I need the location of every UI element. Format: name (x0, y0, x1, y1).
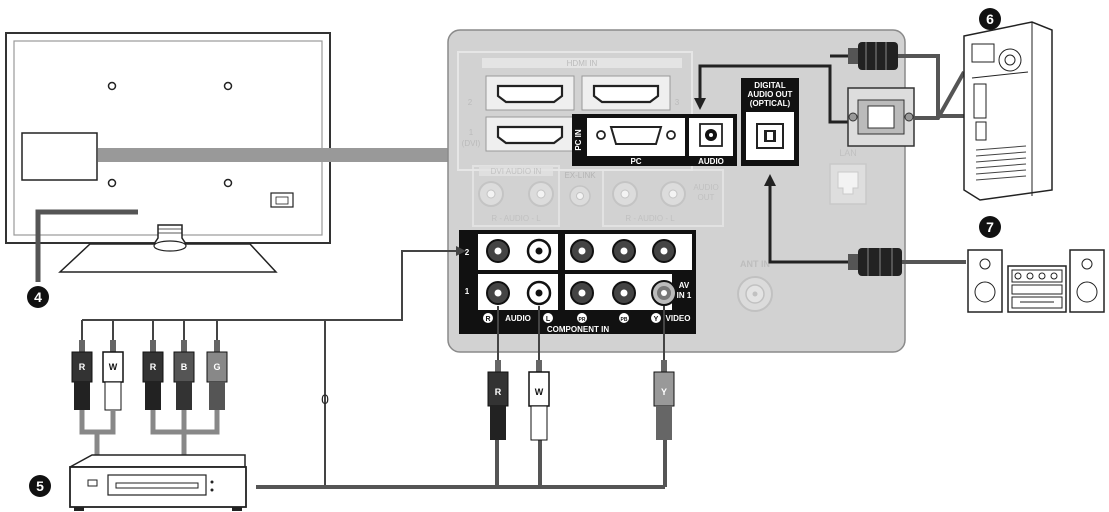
vga-plug (847, 87, 915, 147)
component2-audio-r-jack[interactable] (486, 239, 510, 263)
dvd-player (69, 454, 247, 511)
svg-text:Y: Y (661, 387, 667, 397)
svg-text:DIGITAL: DIGITAL (754, 81, 786, 90)
pc-audio-port[interactable] (699, 123, 723, 147)
svg-text:EX-LINK: EX-LINK (564, 171, 596, 180)
tv-rear-view (5, 32, 331, 273)
av-component-block: 2 1 AV IN 1 R AUDIO L PR PB Y VIDEO COMP (459, 230, 696, 334)
av1-pb-jack[interactable] (612, 281, 636, 305)
callout-6: 6 (979, 8, 1001, 30)
callout-5: 5 (29, 475, 51, 497)
svg-text:R: R (79, 362, 86, 372)
av1-pr-jack[interactable] (570, 281, 594, 305)
svg-text:B: B (181, 362, 188, 372)
plug-y-video: Y (653, 360, 675, 440)
svg-text:1: 1 (469, 128, 474, 137)
svg-text:Y: Y (654, 316, 659, 323)
plug-b-component: B (173, 340, 195, 410)
ex-link-port: EX-LINK (564, 171, 596, 207)
power-socket-icon (270, 192, 294, 208)
svg-text:4: 4 (34, 289, 42, 305)
svg-text:R - AUDIO - L: R - AUDIO - L (625, 214, 675, 223)
pc-tower (963, 21, 1053, 201)
svg-text:AUDIO: AUDIO (505, 314, 531, 323)
svg-text:PC: PC (630, 157, 641, 166)
svg-text:R: R (150, 362, 157, 372)
audio-out-block: AUDIO OUT R - AUDIO - L (602, 169, 724, 227)
callout-7: 7 (979, 216, 1001, 238)
av1-audio-r-jack[interactable] (486, 281, 510, 305)
svg-text:VIDEO: VIDEO (666, 314, 691, 323)
svg-text:(DVI): (DVI) (462, 139, 481, 148)
svg-text:PR: PR (579, 317, 586, 323)
svg-text:IN 1: IN 1 (677, 291, 692, 300)
svg-text:ANT IN: ANT IN (740, 259, 770, 269)
plug-r-component: R (142, 340, 164, 410)
home-audio-system (967, 249, 1105, 313)
svg-text:3: 3 (675, 98, 680, 107)
svg-text:AV: AV (679, 281, 690, 290)
svg-text:2: 2 (468, 98, 473, 107)
plug-w-audio: W (102, 340, 124, 411)
hdmi-port-3[interactable] (581, 75, 671, 111)
component2-pb-jack[interactable] (612, 239, 636, 263)
antenna-in-port: ANT IN (737, 259, 773, 312)
pc-in-block: PC IN PC AUDIO (572, 114, 737, 166)
svg-text:R: R (485, 316, 490, 323)
optical-port[interactable] (756, 123, 784, 149)
svg-text:PC IN: PC IN (574, 129, 583, 151)
svg-text:W: W (109, 362, 118, 372)
av1-video-y-jack[interactable] (651, 280, 677, 306)
lan-port: LAN (829, 148, 867, 205)
svg-text:7: 7 (986, 219, 994, 235)
panel-link-bar (98, 148, 448, 162)
svg-text:5: 5 (36, 478, 44, 494)
svg-text:HDMI IN: HDMI IN (567, 59, 598, 68)
connection-panel: HDMI IN 2 3 1 (DVI) PC IN PC AUDIO (447, 29, 906, 353)
svg-text:DVI AUDIO IN: DVI AUDIO IN (491, 167, 542, 176)
cable-mark: 0 (321, 391, 329, 407)
dvi-audio-in-block: DVI AUDIO IN R - AUDIO - L (472, 165, 560, 227)
svg-text:OUT: OUT (698, 193, 715, 202)
plug-g-component: G (206, 340, 228, 410)
svg-text:W: W (535, 387, 544, 397)
svg-text:AUDIO: AUDIO (693, 183, 718, 192)
svg-text:R: R (495, 387, 502, 397)
svg-text:2: 2 (465, 248, 470, 257)
plug-r-av: R (487, 360, 509, 440)
av1-audio-l-jack[interactable] (526, 280, 552, 306)
vga-port[interactable] (596, 126, 676, 145)
callout-4: 4 (27, 286, 49, 308)
plug-r-audio: R (71, 340, 93, 410)
plug-w-av: W (528, 360, 550, 441)
optical-plug (848, 248, 902, 276)
av-plugs: R W Y (487, 360, 675, 441)
tv-stand-base (58, 243, 278, 273)
svg-text:6: 6 (986, 11, 994, 27)
svg-text:G: G (213, 362, 220, 372)
svg-text:AUDIO OUT: AUDIO OUT (748, 90, 793, 99)
svg-text:AUDIO: AUDIO (698, 157, 724, 166)
digital-audio-out-block: DIGITAL AUDIO OUT (OPTICAL) (741, 78, 799, 166)
svg-text:PB: PB (621, 317, 628, 323)
svg-text:L: L (546, 316, 551, 323)
component-plugs: R W R B G (71, 340, 228, 411)
component2-y-jack[interactable] (652, 239, 676, 263)
hdmi-port-1-dvi[interactable] (485, 116, 575, 152)
pc-audio-plug (848, 42, 898, 70)
svg-text:(OPTICAL): (OPTICAL) (750, 99, 791, 108)
hdmi-port-2[interactable] (485, 75, 575, 111)
component2-pr-jack[interactable] (570, 239, 594, 263)
component2-audio-l-jack[interactable] (526, 238, 552, 264)
svg-text:COMPONENT IN: COMPONENT IN (547, 325, 609, 334)
svg-text:LAN: LAN (839, 148, 857, 158)
svg-text:R - AUDIO - L: R - AUDIO - L (491, 214, 541, 223)
svg-text:1: 1 (465, 287, 470, 296)
